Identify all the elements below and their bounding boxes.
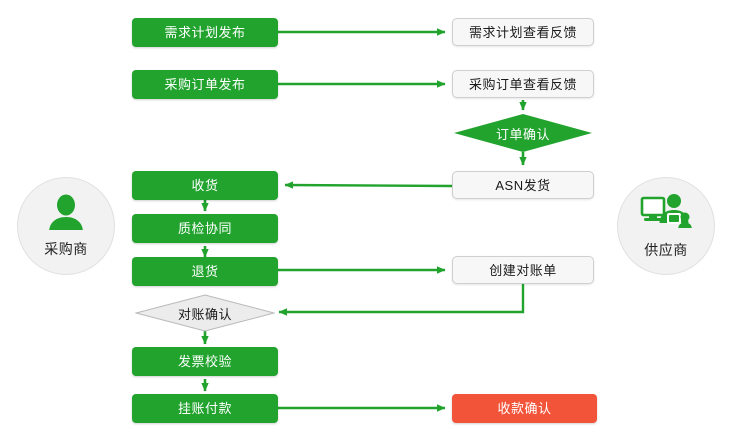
node-statement-confirm-label: 对账确认 [177, 306, 232, 322]
actor-buyer-label: 采购商 [44, 240, 88, 257]
node-po-feedback[interactable]: 采购订单查看反馈 [452, 70, 594, 98]
node-create-statement[interactable]: 创建对账单 [452, 256, 594, 284]
node-po-publish[interactable]: 采购订单发布 [132, 70, 278, 99]
edge-asn-to-goods-receipt [284, 181, 453, 189]
node-statement-confirm[interactable]: 对账确认 [135, 294, 275, 332]
edge-create-statement-to-confirm [278, 284, 525, 316]
node-return-goods[interactable]: 退货 [132, 257, 278, 286]
node-order-confirm-label: 订单确认 [495, 126, 550, 142]
actor-supplier[interactable]: 供应商 [617, 177, 715, 275]
actor-supplier-label: 供应商 [644, 241, 688, 258]
node-receipt-confirm[interactable]: 收款确认 [452, 394, 597, 423]
actor-buyer[interactable]: 采购商 [17, 177, 115, 275]
node-invoice-check[interactable]: 发票校验 [132, 347, 278, 376]
node-asn-shipment[interactable]: ASN发货 [452, 171, 594, 199]
node-payment-posting[interactable]: 挂账付款 [132, 394, 278, 423]
node-demand-plan-feedback[interactable]: 需求计划查看反馈 [452, 18, 594, 46]
node-quality-collab[interactable]: 质检协同 [132, 214, 278, 243]
node-demand-plan-publish[interactable]: 需求计划发布 [132, 18, 278, 47]
node-goods-receipt[interactable]: 收货 [132, 171, 278, 200]
person-at-computer-icon [640, 193, 692, 238]
person-icon [46, 194, 86, 237]
node-order-confirm[interactable]: 订单确认 [453, 113, 593, 153]
